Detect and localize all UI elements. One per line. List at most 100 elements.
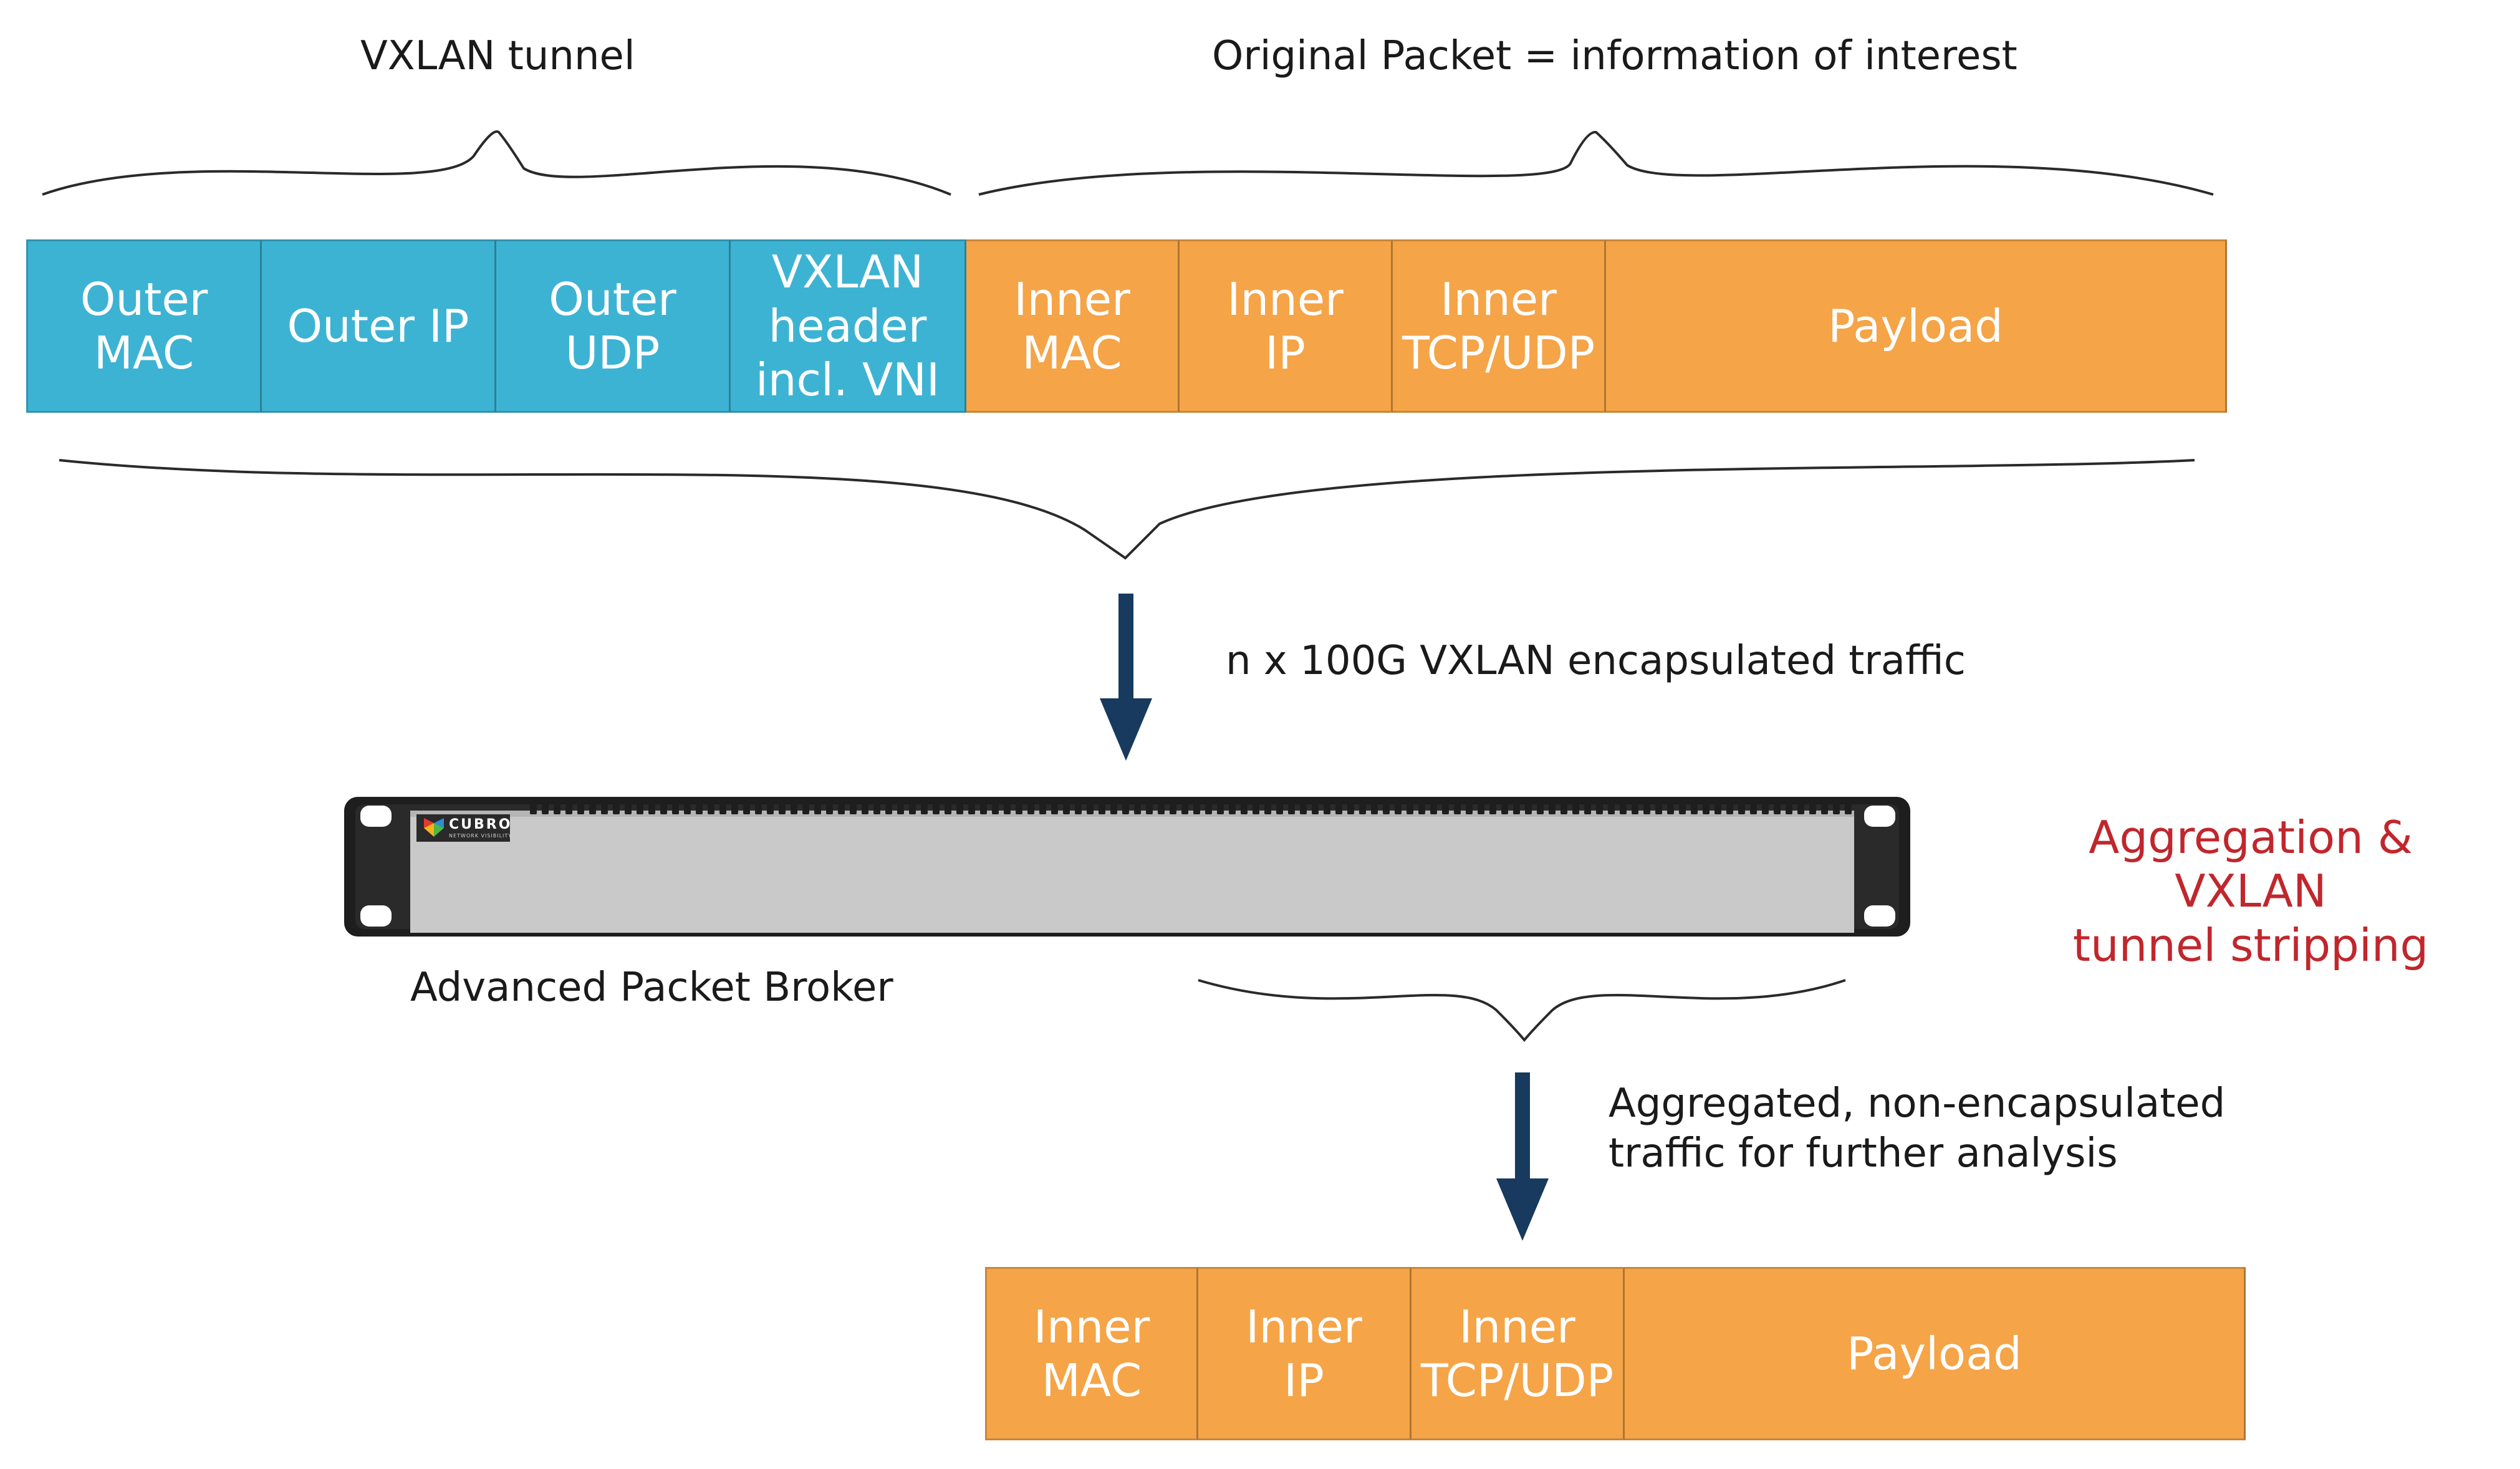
vent-slot bbox=[767, 799, 774, 814]
vent-slot bbox=[1383, 799, 1390, 814]
vent-slot bbox=[672, 799, 679, 814]
outer-udp-cell: Outer UDP bbox=[496, 239, 731, 413]
vent-slot bbox=[1027, 799, 1034, 814]
vent-slot bbox=[791, 799, 797, 814]
vent-slot bbox=[577, 799, 584, 814]
vent-slot bbox=[1335, 799, 1342, 814]
vent-slot bbox=[589, 799, 596, 814]
vent-slot bbox=[933, 799, 940, 814]
incoming-traffic-label: n x 100G VXLAN encapsulated traffic bbox=[1226, 638, 1966, 684]
vent-slot bbox=[1063, 799, 1070, 814]
vent-slot bbox=[885, 799, 892, 814]
vent-slot bbox=[1821, 799, 1828, 814]
vent-slot bbox=[980, 799, 987, 814]
vent-slot bbox=[684, 799, 691, 814]
vent-slot bbox=[1608, 799, 1615, 814]
vent-slot bbox=[1809, 799, 1816, 814]
vent-slot bbox=[1158, 799, 1165, 814]
vent-slot bbox=[1845, 799, 1852, 814]
payload-cell: Payload bbox=[1606, 239, 2227, 413]
vent-slot bbox=[1478, 799, 1484, 814]
vent-slot bbox=[814, 799, 821, 814]
vent-slot bbox=[565, 799, 572, 814]
vent-slot bbox=[909, 799, 916, 814]
original-packet-brace bbox=[978, 130, 2214, 196]
vent-slot bbox=[1738, 799, 1745, 814]
vent-slot bbox=[637, 799, 643, 814]
vent-slot bbox=[743, 799, 750, 814]
vent-slot bbox=[1561, 799, 1567, 814]
vent-slot bbox=[1146, 799, 1153, 814]
vent-slot bbox=[1442, 799, 1449, 814]
vent-slot bbox=[1537, 799, 1544, 814]
incoming-arrow bbox=[1100, 594, 1152, 761]
vent-slot bbox=[1786, 799, 1792, 814]
vent-slot bbox=[968, 799, 975, 814]
vent-slot bbox=[921, 799, 928, 814]
vent-slot bbox=[1513, 799, 1520, 814]
vent-slot bbox=[1691, 799, 1698, 814]
vent-slot bbox=[1643, 799, 1650, 814]
vent-slot bbox=[1620, 799, 1627, 814]
vent-slot bbox=[1632, 799, 1638, 814]
vent-slot bbox=[1051, 799, 1058, 814]
vent-slot bbox=[1122, 799, 1129, 814]
vent-slot bbox=[1075, 799, 1082, 814]
vent-slot bbox=[897, 799, 904, 814]
vent-slot bbox=[1774, 799, 1781, 814]
original-packet-heading: Original Packet = information of interes… bbox=[1212, 33, 2017, 79]
outgoing-arrow bbox=[1496, 1072, 1549, 1241]
vent-slot bbox=[1501, 799, 1508, 814]
vent-slot bbox=[1300, 799, 1307, 814]
vent-slot bbox=[1395, 799, 1402, 814]
vent-slot bbox=[1193, 799, 1200, 814]
vent-slot bbox=[992, 799, 999, 814]
vent-slot bbox=[1489, 799, 1496, 814]
vent-slot bbox=[1584, 799, 1591, 814]
vent-slot bbox=[1229, 799, 1236, 814]
vent-slot bbox=[1454, 799, 1461, 814]
vent-slot bbox=[1750, 799, 1757, 814]
vent-slot bbox=[1288, 799, 1295, 814]
vent-slot bbox=[719, 799, 726, 814]
vent-slot bbox=[1264, 799, 1271, 814]
vent-slot bbox=[1004, 799, 1011, 814]
vent-slot bbox=[826, 799, 833, 814]
vent-slot bbox=[1039, 799, 1046, 814]
vent-slot bbox=[1549, 799, 1556, 814]
vent-slot bbox=[1596, 799, 1603, 814]
bottom-inner-ip-cell: Inner IP bbox=[1198, 1267, 1411, 1440]
vent-slot bbox=[1703, 799, 1710, 814]
vent-slot bbox=[1407, 799, 1413, 814]
vent-slot bbox=[708, 799, 714, 814]
vxlan-tunnel-heading: VXLAN tunnel bbox=[360, 33, 635, 79]
vent-slot bbox=[1833, 799, 1840, 814]
vent-slot bbox=[731, 799, 738, 814]
outer-mac-cell: Outer MAC bbox=[26, 239, 262, 413]
vent-slot bbox=[802, 799, 809, 814]
vent-slot bbox=[862, 799, 868, 814]
device-function-label: Aggregation & VXLAN tunnel stripping bbox=[2072, 811, 2429, 971]
vent-slot bbox=[873, 799, 880, 814]
outgoing-traffic-label: Aggregated, non-encapsulated traffic for… bbox=[1609, 1081, 2226, 1177]
vent-slot bbox=[1170, 799, 1176, 814]
vent-slot bbox=[1359, 799, 1366, 814]
inner-tcp-udp-cell: Inner TCP/UDP bbox=[1393, 239, 1606, 413]
vent-slot bbox=[1181, 799, 1188, 814]
vent-slot bbox=[1430, 799, 1437, 814]
vent-slot bbox=[1324, 799, 1330, 814]
brand-logo-text: CUBRO bbox=[449, 817, 512, 832]
vent-slot bbox=[1667, 799, 1674, 814]
vent-slot bbox=[1099, 799, 1105, 814]
vent-slot bbox=[1241, 799, 1248, 814]
vent-slot bbox=[530, 799, 537, 814]
vent-slot bbox=[1762, 799, 1769, 814]
vent-slot bbox=[1371, 799, 1378, 814]
vent-slot bbox=[542, 799, 549, 814]
brand-tagline: NETWORK VISIBILITY bbox=[449, 833, 512, 839]
vent-slot bbox=[1655, 799, 1662, 814]
vent-slot bbox=[1572, 799, 1579, 814]
vent-slot bbox=[1347, 799, 1354, 814]
vent-slot bbox=[1110, 799, 1117, 814]
